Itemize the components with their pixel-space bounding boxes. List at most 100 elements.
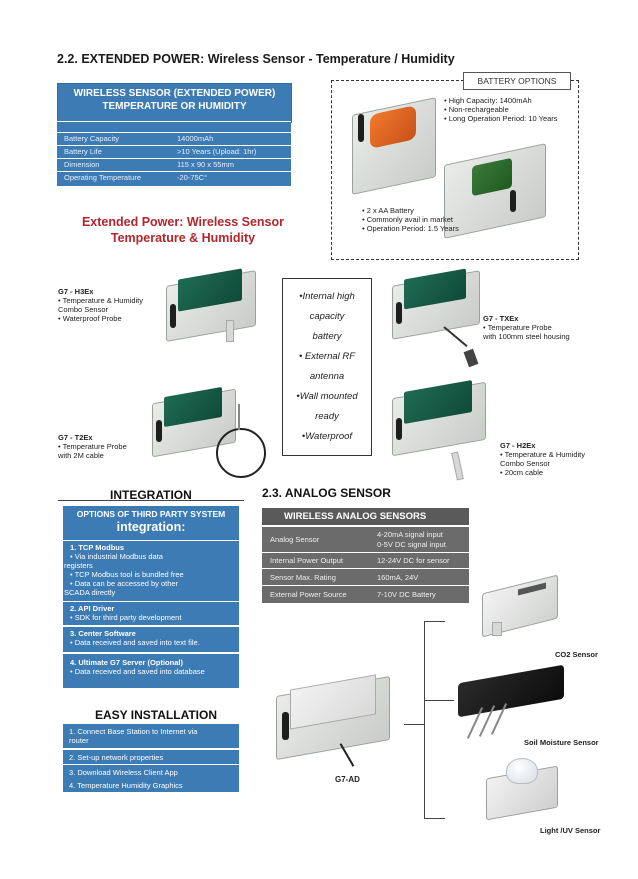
header-box: WIRELESS SENSOR (EXTENDED POWER) TEMPERA…: [57, 83, 292, 123]
battery-option1-text: • High Capacity: 1400mAh • Non-rechargea…: [444, 96, 558, 123]
product-line: Combo Sensor: [500, 459, 551, 468]
analog-row-value: 7-10V DC Battery: [377, 590, 436, 599]
install-step-text: 1. Connect Base Station to Internet via: [69, 727, 198, 736]
integration-item-title: 3. Center Software: [70, 629, 136, 638]
product-line: • Temperature & Humidity: [58, 296, 144, 305]
sensor-bracket: [424, 621, 445, 819]
integration-item: 4. Ultimate G7 Server (Optional) • Data …: [63, 654, 239, 688]
integration-item: 1. TCP Modbus • Via industrial Modbus da…: [63, 541, 239, 601]
integration-item-title: 2. API Driver: [70, 604, 115, 613]
red-title: Extended Power: Wireless Sensor Temperat…: [68, 214, 298, 246]
light-uv-sensor-image: [480, 754, 562, 821]
product-t2ex-label: G7 - T2Ex • Temperature Probe with 2M ca…: [58, 433, 127, 460]
analog-row-label: Analog Sensor: [270, 535, 320, 544]
analog-row-label: Sensor Max. Rating: [270, 573, 336, 582]
analog-row: Analog Sensor 4-20mA signal input 0-5V D…: [262, 526, 469, 552]
battery-opt2-line: • Commonly avail in market: [362, 215, 453, 224]
product-line: • Temperature & Humidity: [500, 450, 586, 459]
product-line: • Waterproof Probe: [58, 314, 122, 323]
section-title: 2.2. EXTENDED POWER: Wireless Sensor - T…: [57, 52, 455, 66]
analog-row-value: 12-24V DC for sensor: [377, 556, 450, 565]
analog-row-value: 0-5V DC signal input: [377, 540, 446, 549]
install-step: 2. Set-up network properties: [63, 750, 239, 764]
spec-label: Battery Life: [64, 147, 102, 156]
spec-row: Operating Temperature -20-75C°: [57, 171, 291, 186]
battery-options-label: BATTERY OPTIONS: [463, 72, 571, 90]
integration-divider: [58, 500, 244, 501]
install-step-text: 4. Temperature Humidity Graphics: [69, 781, 183, 790]
sensor-h3ex-image: [160, 264, 262, 346]
sensor-txex-image: [386, 264, 486, 368]
integration-item: 3. Center Software • Data received and s…: [63, 627, 239, 652]
product-line: • Temperature Probe: [483, 323, 552, 332]
integration-item-line: SCADA directly: [64, 588, 116, 597]
battery-options-frame: [331, 80, 579, 260]
integration-item: 2. API Driver • SDK for third party deve…: [63, 602, 239, 625]
feature-line: •Wall mounted: [296, 391, 358, 402]
analog-row-label: Internal Power Output: [270, 556, 343, 565]
integration-head2: integration:: [116, 520, 186, 534]
spec-value: 14000mAh: [177, 134, 214, 143]
g7-ad-label: G7-AD: [335, 775, 360, 784]
feature-line: antenna: [309, 371, 345, 382]
co2-sensor-label: CO2 Sensor: [555, 650, 598, 659]
install-step-text: router: [69, 736, 89, 745]
spec-row: Battery Life >10 Years (Upload: 1hr): [57, 145, 291, 158]
feature-line: battery: [312, 331, 342, 342]
analog-row-value: 4-20mA signal input: [377, 530, 443, 539]
integration-item-title: 4. Ultimate G7 Server (Optional): [70, 658, 183, 667]
analog-row-label: External Power Source: [270, 590, 347, 599]
spec-row: [57, 121, 291, 132]
battery-opt2-line: • 2 x AA Battery: [362, 206, 414, 215]
product-name: G7 - T2Ex: [58, 433, 93, 442]
integration-item-title: 1. TCP Modbus: [70, 543, 125, 552]
integration-item-line: • Data can be accessed by other: [70, 579, 179, 588]
bracket-mid-line: [404, 724, 424, 725]
battery-opt1-line: • Long Operation Period: 10 Years: [444, 114, 558, 123]
red-title-line2: Temperature & Humidity: [110, 231, 256, 245]
integration-item-line: • Via industrial Modbus data: [70, 552, 163, 561]
battery-opt1-line: • Non-rechargeable: [444, 105, 509, 114]
spec-label: Battery Capacity: [64, 134, 120, 143]
integration-title: INTEGRATION: [110, 488, 192, 502]
install-step-text: 3. Download Wireless Client App: [69, 768, 178, 777]
spec-label: Operating Temperature: [64, 173, 141, 182]
g7-ad-device-image: [270, 672, 400, 772]
product-line: • 20cm cable: [500, 468, 544, 477]
bracket-mid-branch: [424, 700, 454, 701]
header-line2: TEMPERATURE OR HUMIDITY: [102, 101, 247, 112]
integration-item-line: • TCP Modbus tool is bundled free: [70, 570, 184, 579]
product-line: • Temperature Probe: [58, 442, 127, 451]
analog-table-header: WIRELESS ANALOG SENSORS: [262, 508, 469, 525]
product-name: G7 - H3Ex: [58, 287, 94, 296]
analog-row-value: 160mA, 24V: [377, 573, 419, 582]
spec-value: -20-75C°: [177, 173, 208, 182]
analog-row: Sensor Max. Rating 160mA, 24V: [262, 568, 469, 585]
features-box: •Internal high capacity battery • Extern…: [282, 278, 372, 456]
product-h2ex-label: G7 - H2Ex • Temperature & Humidity Combo…: [500, 441, 585, 477]
aa-battery-device-image: [440, 143, 550, 239]
co2-sensor-image: [478, 574, 560, 638]
integration-item-line: registers: [64, 561, 93, 570]
integration-head1: OPTIONS OF THIRD PARTY SYSTEM: [76, 509, 226, 519]
feature-line: • External RF: [298, 351, 356, 362]
install-step: 4. Temperature Humidity Graphics: [63, 779, 239, 792]
sensor-h2ex-image: [386, 376, 496, 481]
red-title-line1: Extended Power: Wireless Sensor: [81, 215, 285, 229]
feature-line: •Waterproof: [301, 431, 353, 442]
battery-option2-text: • 2 x AA Battery • Commonly avail in mar…: [362, 206, 459, 233]
feature-line: •Internal high: [299, 291, 355, 302]
soil-moisture-sensor-image: [452, 664, 572, 740]
spec-label: Dimension: [64, 160, 100, 169]
spec-row: Dimension 115 x 90 x 55mm: [57, 158, 291, 171]
product-line: with 2M cable: [58, 451, 104, 460]
product-line: Combo Sensor: [58, 305, 109, 314]
install-step: 3. Download Wireless Client App: [63, 765, 239, 779]
integration-item-line: • Data received and saved into text file…: [70, 638, 200, 647]
sensor-t2ex-image: [146, 382, 272, 478]
battery-opt1-line: • High Capacity: 1400mAh: [444, 96, 532, 105]
analog-row: External Power Source 7-10V DC Battery: [262, 585, 469, 603]
feature-line: ready: [315, 411, 339, 422]
integration-item-line: • Data received and saved into database: [70, 667, 205, 676]
install-step: 1. Connect Base Station to Internet via …: [63, 724, 239, 748]
